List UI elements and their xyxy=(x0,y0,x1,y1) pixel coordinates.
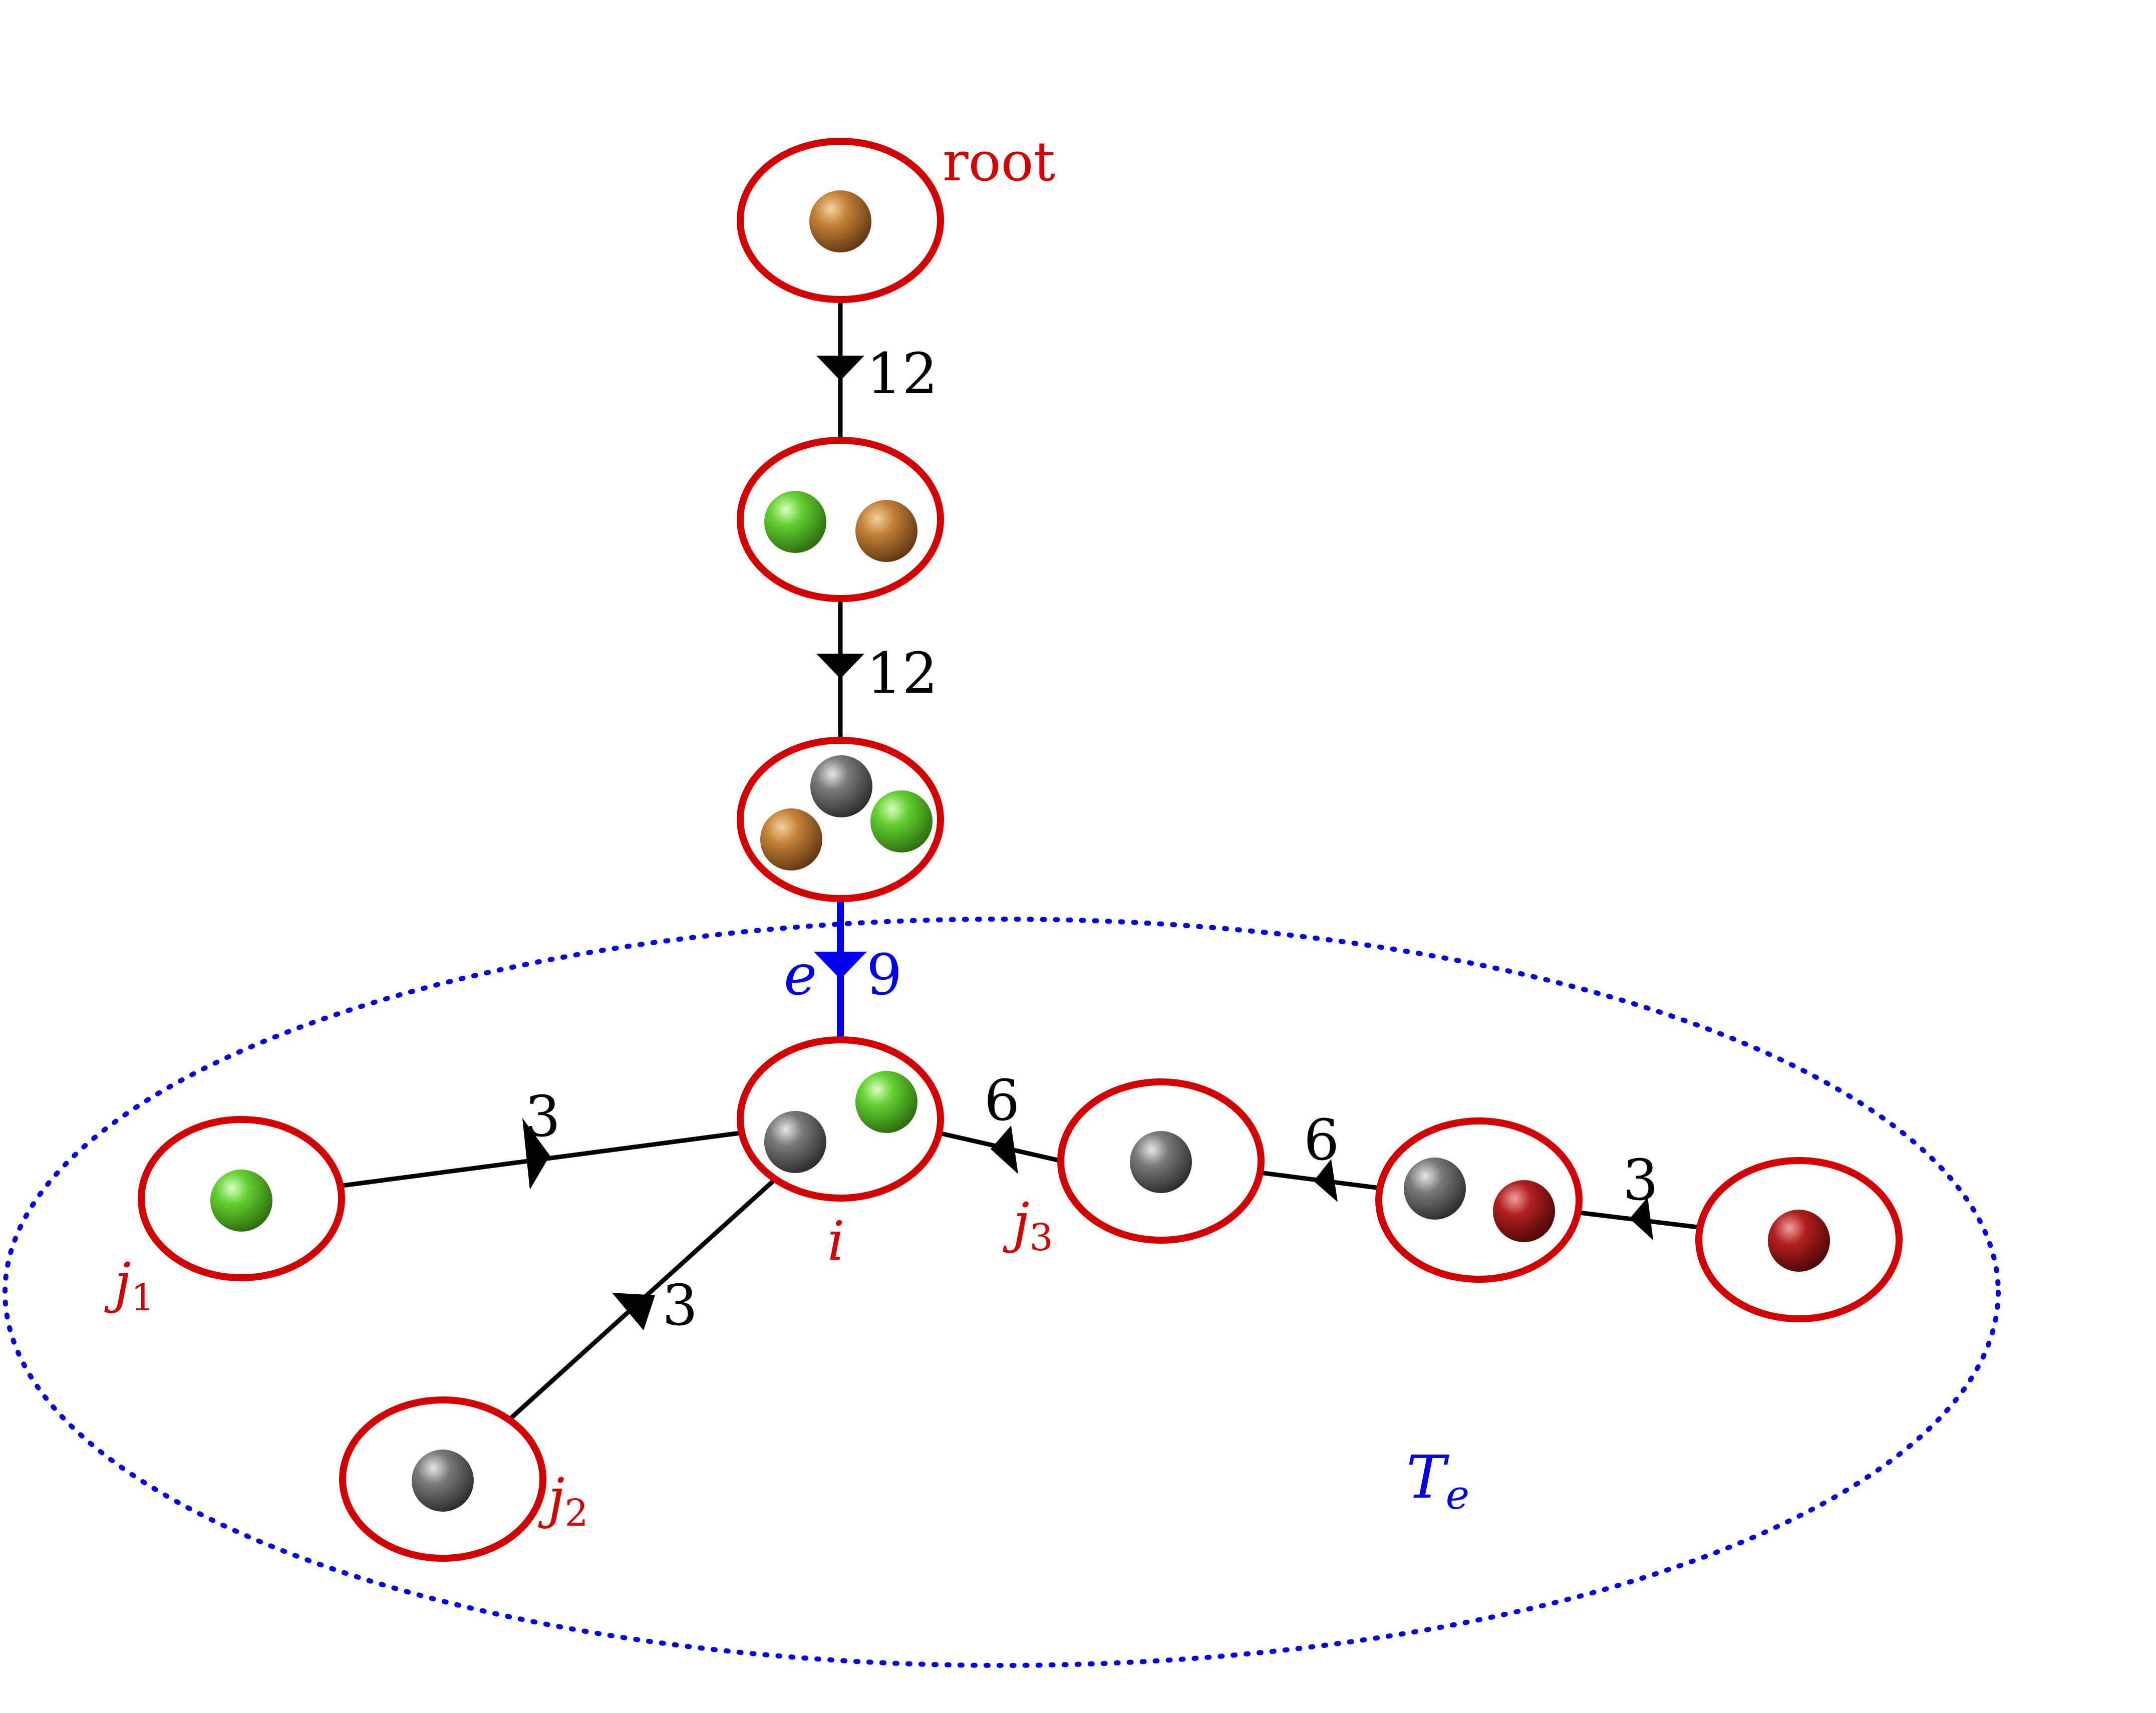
ball-brown xyxy=(809,190,871,252)
arrow-e xyxy=(814,952,867,979)
label-subtree: Te xyxy=(1406,1443,1469,1518)
ball-brown xyxy=(760,808,822,871)
nodes xyxy=(138,138,1903,1562)
arrow-n5-to-j3 xyxy=(1314,1159,1338,1202)
label-subtree-base: T xyxy=(1406,1443,1449,1512)
arrow-j3-to-i xyxy=(991,1125,1018,1174)
label-j2-sub: 2 xyxy=(565,1492,588,1535)
ball-brown xyxy=(855,500,917,562)
label-j1: j1 xyxy=(104,1252,155,1319)
edge-weight-j3-to-i: 6 xyxy=(984,1068,1020,1133)
ball-green xyxy=(870,790,933,852)
label-node-i: i xyxy=(827,1210,845,1273)
edge-weight-j2-to-i: 3 xyxy=(662,1273,698,1338)
ball-gray xyxy=(412,1450,474,1512)
arrow-n6-to-n5 xyxy=(1630,1197,1653,1240)
label-root: root xyxy=(943,131,1055,193)
label-edge-e: e xyxy=(784,943,817,1008)
ball-red xyxy=(1493,1180,1555,1242)
ball-gray xyxy=(1404,1158,1466,1220)
ball-gray xyxy=(1130,1131,1192,1193)
edge-weight-n2-to-n3: 12 xyxy=(866,641,938,706)
label-j1-base: j xyxy=(104,1252,131,1314)
label-j1-sub: 1 xyxy=(131,1276,155,1319)
edge-weight-j1-to-i: 3 xyxy=(525,1084,560,1150)
ball-green xyxy=(764,491,826,553)
ball-green xyxy=(855,1071,917,1133)
edge-weight-n5-to-j3: 6 xyxy=(1304,1108,1339,1173)
edge-weight-e: 9 xyxy=(866,943,902,1008)
arrow-n2-to-n3 xyxy=(816,654,864,679)
subtree-boundary xyxy=(3,917,2001,1668)
ball-gray xyxy=(764,1111,826,1173)
edge-labels: 12 12 3 3 6 6 3 xyxy=(525,342,1658,1338)
ball-gray xyxy=(810,755,872,817)
arrowheads xyxy=(522,356,1653,1330)
balls xyxy=(210,190,1830,1512)
edge-weight-n6-to-n5: 3 xyxy=(1623,1148,1658,1213)
ball-green xyxy=(210,1170,272,1232)
ball-red xyxy=(1768,1210,1830,1272)
arrow-j2-to-i xyxy=(612,1293,655,1330)
arrow-root-to-n2 xyxy=(816,356,864,381)
label-j3-base: j xyxy=(1003,1192,1030,1254)
edge-weight-root-to-n2: 12 xyxy=(866,342,938,407)
label-j3: j3 xyxy=(1003,1192,1053,1259)
label-j3-sub: 3 xyxy=(1030,1216,1053,1259)
arrow-j1-to-i xyxy=(522,1118,550,1190)
label-subtree-sub: e xyxy=(1446,1472,1469,1518)
